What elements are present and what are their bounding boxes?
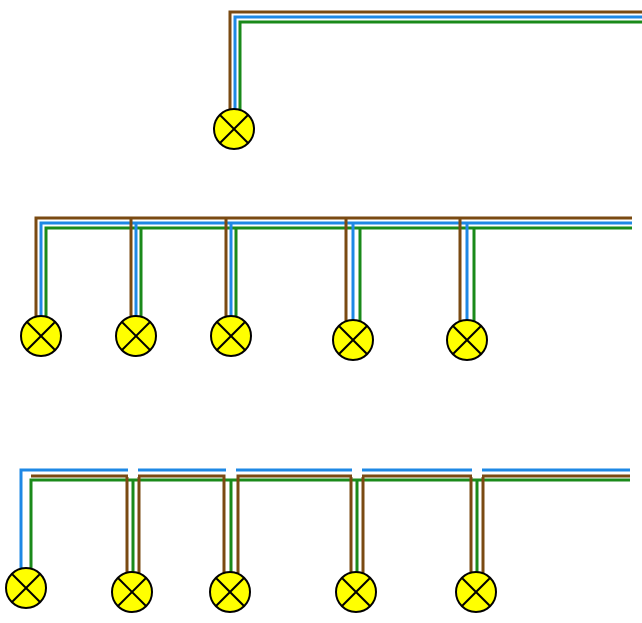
neutral-bus-wire — [19, 468, 630, 570]
live-loop-wire — [137, 474, 226, 573]
live-loop-wire — [31, 474, 129, 573]
earth-wire — [238, 20, 642, 110]
bus-gap — [472, 467, 482, 477]
lamp-icon — [209, 571, 251, 613]
live-loop-wire — [236, 474, 353, 573]
lamp-icon — [332, 319, 374, 361]
live-loop-wire — [361, 474, 473, 573]
circuit-parallel-lamps — [20, 216, 632, 361]
lamp-icon — [213, 108, 255, 150]
bus-gap — [352, 467, 362, 477]
live-loop-wire — [481, 474, 630, 573]
bus-gap — [226, 467, 236, 477]
earth-bus-wire — [29, 478, 630, 570]
live-bus-wire — [34, 216, 632, 318]
live-wire — [228, 10, 642, 110]
circuit-single-lamp — [213, 10, 642, 150]
circuit-split-bus-lamps — [5, 467, 630, 613]
lamp-icon — [335, 571, 377, 613]
lamp-icon — [5, 567, 47, 609]
lamp-icon — [210, 315, 252, 357]
earth-bus-wire — [44, 226, 632, 318]
neutral-wire — [233, 15, 642, 110]
bus-gap — [128, 467, 138, 477]
lamp-icon — [115, 315, 157, 357]
lamp-icon — [111, 571, 153, 613]
lamp-icon — [446, 319, 488, 361]
lamp-icon — [20, 315, 62, 357]
neutral-bus-wire — [39, 221, 632, 318]
lamp-icon — [455, 571, 497, 613]
